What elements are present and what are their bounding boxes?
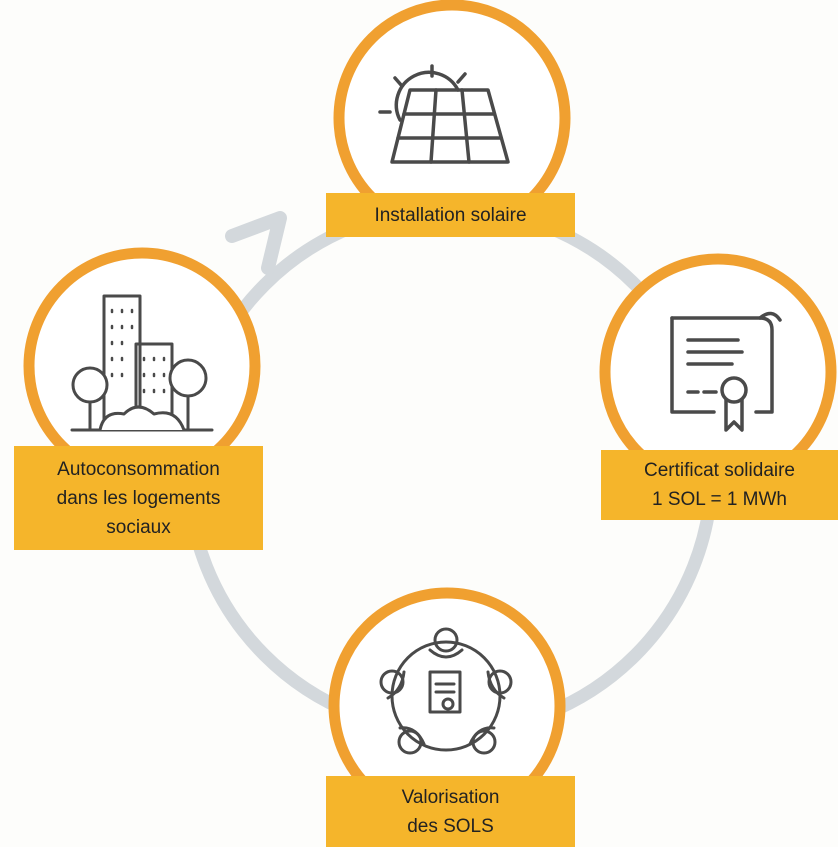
cycle-arrow-icon <box>225 211 287 275</box>
node-label-line: Certificat solidaire <box>644 460 795 481</box>
node-label-line: dans les logements <box>56 487 221 509</box>
node-label-certificat: Certificat solidaire 1 SOL = 1 MWh <box>601 450 838 520</box>
meeting-table-icon <box>379 627 513 755</box>
node-label-line: des SOLS <box>407 815 494 837</box>
solar-panel-icon <box>378 64 510 164</box>
certificate-icon <box>670 311 782 432</box>
city-buildings-icon <box>70 294 214 432</box>
node-label-line: sociaux <box>106 516 171 538</box>
node-label-line: 1 SOL = 1 MWh <box>652 489 787 510</box>
node-label-line: Installation solaire <box>374 204 527 226</box>
node-label-installation: Installation solaire <box>326 193 575 237</box>
node-label-autoconsommation: Autoconsommation dans les logements soci… <box>14 446 263 550</box>
node-label-line: Autoconsommation <box>57 458 220 480</box>
node-label-valorisation: Valorisation des SOLS <box>326 776 575 847</box>
node-label-line: Valorisation <box>401 786 500 808</box>
